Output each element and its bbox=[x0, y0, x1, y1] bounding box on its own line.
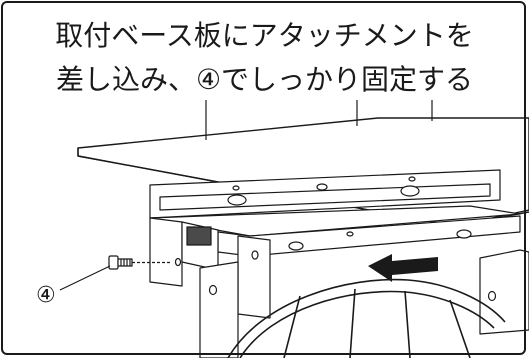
left-side-bracket bbox=[149, 217, 219, 287]
instruction-line-2: 差し込み、④でしっかり固定する bbox=[55, 63, 474, 96]
fan-guard bbox=[227, 278, 506, 358]
instruction-text: 取付ベース板にアタッチメントを 差し込み、④でしっかり固定する bbox=[0, 14, 529, 102]
leader-lines bbox=[205, 100, 433, 140]
side-plates bbox=[199, 235, 529, 358]
callout-leader bbox=[59, 265, 111, 291]
screw-icon bbox=[108, 255, 172, 270]
insert-direction-arrow-icon bbox=[368, 254, 438, 282]
attachment-rails bbox=[149, 169, 521, 257]
part-4-callout: ④ bbox=[36, 283, 56, 308]
instruction-line-1: 取付ベース板にアタッチメントを bbox=[55, 19, 474, 52]
